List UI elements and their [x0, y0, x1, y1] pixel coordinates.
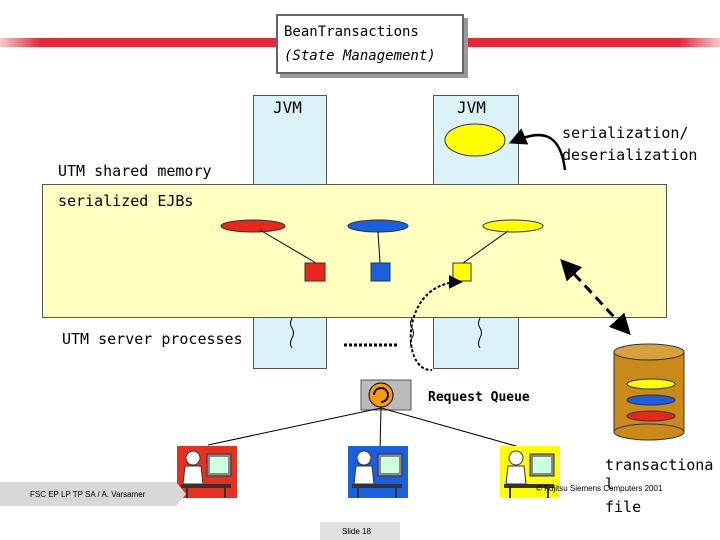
ejb-blue-ellipse: [347, 219, 409, 233]
utm-shared-memory-label: UTM shared memory: [58, 162, 212, 180]
ejb-yellow-ellipse: [482, 219, 544, 233]
user-at-terminal-icon: [348, 446, 408, 498]
ejb-red-ellipse: [220, 219, 286, 233]
deserialization-label: deserialization: [562, 146, 698, 164]
request-queue-icon: [360, 379, 412, 411]
footer-author: FSC EP LP TP SA / A. Varsamer: [30, 490, 146, 499]
footer-tab: [0, 482, 186, 506]
user-at-terminal-icon: [500, 446, 560, 498]
footer-slide-number: Slide 18: [342, 527, 371, 536]
footer-slide-box: [320, 522, 400, 540]
ejb-red-square: [304, 262, 326, 282]
serialized-ejbs-label: serialized EJBs: [58, 192, 194, 210]
serialization-arrow: [508, 128, 567, 171]
queue-dotted-arrow: [409, 275, 463, 372]
request-queue-label: Request Queue: [428, 390, 530, 405]
ejb-yellow-square: [452, 262, 472, 282]
transaction-file-label-2: l: [605, 475, 615, 493]
jvm-right-label: JVM: [457, 98, 486, 117]
transaction-file-label-3: file: [605, 498, 642, 516]
title-box: BeanTransactions (State Management): [276, 14, 464, 74]
transaction-file-label-1: transactiona: [605, 456, 714, 474]
user-at-terminal-icon: [177, 446, 237, 498]
utm-server-processes-label: UTM server processes: [62, 330, 243, 348]
jvm-left-label: JVM: [273, 98, 302, 117]
ejb-blue-square: [370, 262, 391, 282]
footer-copyright: © Fujitsu Siemens Computers 2001: [536, 484, 663, 493]
header-bar-fade-right: [680, 38, 720, 47]
file-io-arrow: [560, 258, 631, 336]
serialization-label: serialization/: [562, 124, 689, 142]
jvm-state-object: [444, 123, 506, 157]
database-icon: [613, 343, 685, 441]
title-line-2: (State Management): [284, 48, 436, 64]
title-line-1: BeanTransactions: [284, 24, 419, 40]
header-bar-fade-left: [0, 38, 40, 47]
